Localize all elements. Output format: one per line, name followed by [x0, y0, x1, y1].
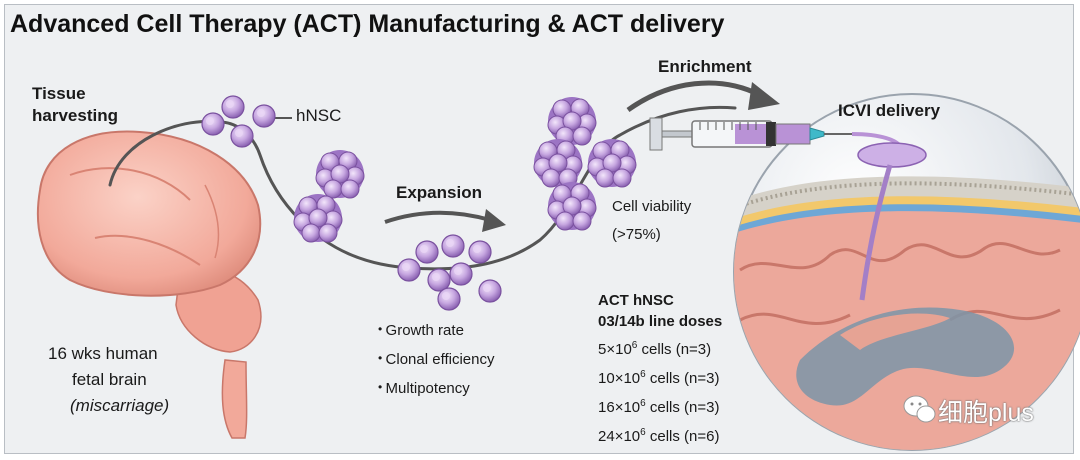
tissue-label-line2: harvesting: [32, 106, 118, 125]
hnsc-cells: [201, 95, 276, 148]
expansion-arrowhead: [482, 209, 506, 232]
qc-item-growth-rate: Growth rate: [378, 322, 464, 339]
dose-row: 10×106 cells (n=3): [598, 369, 720, 387]
expansion-label: Expansion: [396, 183, 482, 202]
syringe: [649, 117, 852, 151]
figure-title: Advanced Cell Therapy (ACT) Manufacturin…: [10, 10, 725, 38]
doses-heading-line1: ACT hNSC: [598, 292, 674, 309]
enrichment-label: Enrichment: [658, 57, 752, 76]
hnsc-label: hNSC: [296, 106, 342, 125]
dose-row: 5×106 cells (n=3): [598, 340, 712, 358]
tissue-label-line1: Tissue: [32, 84, 86, 103]
brain-label-line2: fetal brain: [72, 370, 147, 389]
enrichment-arrowhead: [748, 82, 780, 110]
viability-label-line1: Cell viability: [612, 198, 692, 215]
qc-item-clonal-efficiency: Clonal efficiency: [378, 351, 495, 368]
cell-clusters: [293, 96, 637, 243]
doses-heading-line2: 03/14b line doses: [598, 313, 723, 330]
dose-row: 16×106 cells (n=3): [598, 398, 720, 416]
brain-label-line3: (miscarriage): [70, 396, 170, 415]
viability-label-line2: (>75%): [612, 226, 661, 243]
icvi-brain-section: [733, 93, 1080, 451]
reservoir: [857, 142, 927, 168]
ventricular-catheter: [859, 164, 893, 301]
watermark-logo: [903, 395, 936, 423]
watermark-text: 细胞plus: [938, 399, 1034, 427]
icvi-label: ICVI delivery: [838, 101, 941, 120]
fetal-brain-illustration: [36, 130, 262, 439]
expanded-cells: [397, 234, 502, 311]
expansion-arrow: [384, 210, 491, 224]
qc-item-multipotency: Multipotency: [378, 380, 470, 397]
brain-label-line1: 16 wks human: [48, 344, 158, 363]
enrichment-arrow: [626, 80, 762, 113]
dose-row: 24×106 cells (n=6): [598, 427, 720, 445]
